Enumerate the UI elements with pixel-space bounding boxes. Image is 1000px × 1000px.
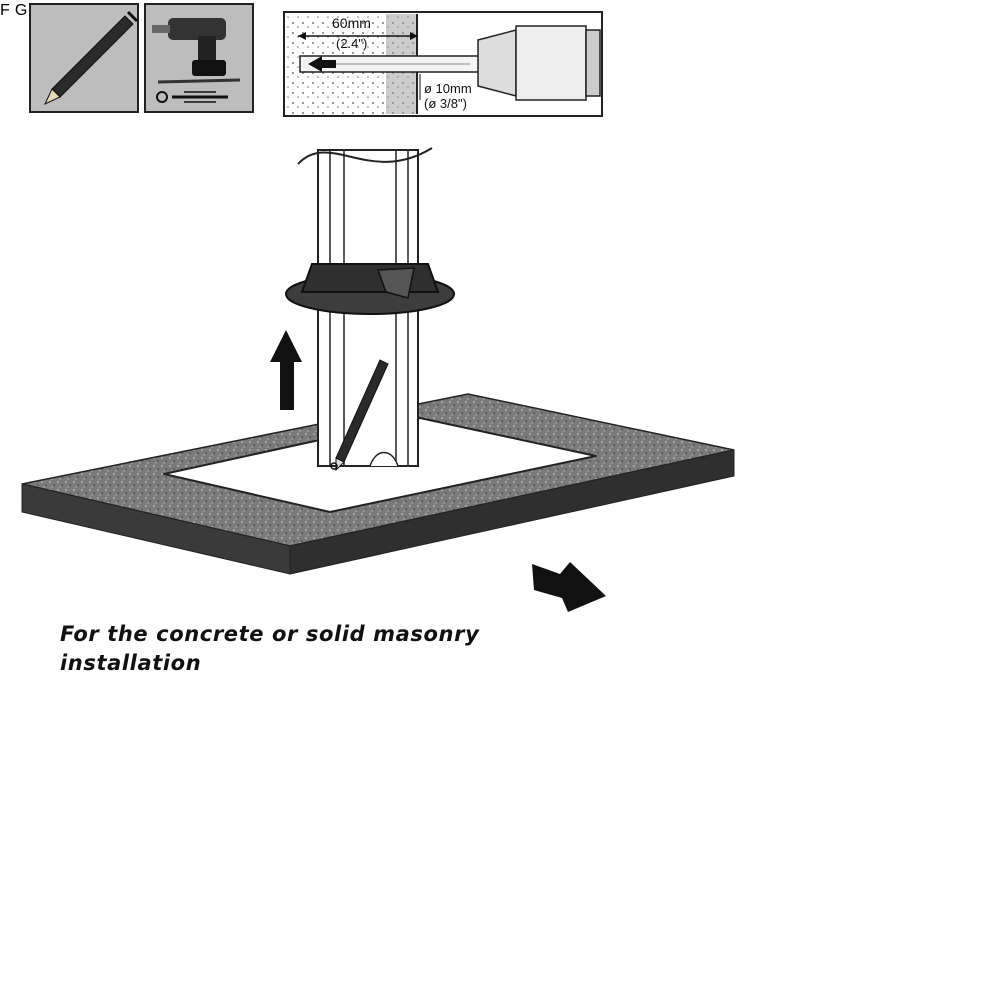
tool-drill-panel — [144, 3, 254, 113]
drill-diameter-in-label: (ø 3/8") — [424, 96, 467, 111]
drill-diameter-mm-label: ø 10mm — [424, 81, 472, 96]
drill-icon — [152, 18, 226, 76]
anchor-icon — [156, 91, 228, 103]
pencil-icon — [43, 10, 139, 106]
step-fix-base: F G — [0, 0, 27, 19]
caption-line-2: installation — [60, 651, 202, 675]
drill-depth-detail: 60mm (2.4") ø 10mm (ø 3/8") — [283, 11, 603, 117]
step-mark-holes — [21, 147, 735, 575]
drill-depth-in-label: (2.4") — [336, 36, 367, 51]
base-plate-2: F G — [0, 0, 27, 19]
anchor-label: G — [14, 2, 28, 19]
drill-depth-mm-label: 60mm — [332, 15, 371, 31]
marking-pencil-icon — [335, 359, 389, 472]
tool-pencil-panel — [29, 3, 139, 113]
installation-caption: For the concrete or solid masonry instal… — [60, 620, 580, 678]
next-step-arrow-icon — [532, 562, 606, 612]
screw-label: F — [0, 2, 10, 19]
lift-arrow-icon — [270, 330, 302, 410]
floor-collar — [285, 263, 455, 315]
caption-line-1: For the concrete or solid masonry — [60, 622, 480, 646]
screw-icon — [157, 78, 241, 84]
floor-slab-2: F G — [0, 0, 27, 19]
